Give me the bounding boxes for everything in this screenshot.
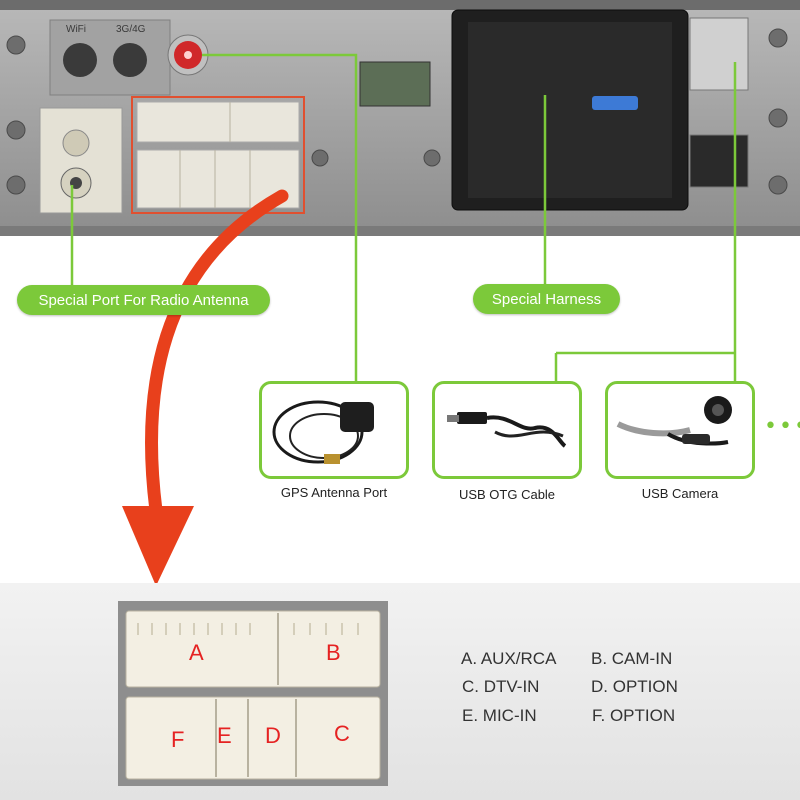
connector-letter-f: F — [171, 727, 185, 752]
wifi-port-label: WiFi — [66, 24, 86, 35]
port-item-e: E. MIC-IN — [462, 706, 537, 725]
connector-letter-e: E — [217, 723, 232, 748]
more-accessories-indicator: ••• — [764, 414, 800, 439]
connector-letter-b: B — [326, 640, 341, 665]
gps-antenna-card — [259, 381, 409, 479]
port-item-c: C. DTV-IN — [462, 677, 540, 696]
connector-letter-c: C — [334, 721, 350, 746]
camera-icon — [616, 396, 732, 446]
gps-antenna-icon — [272, 400, 374, 464]
connector-letter-d: D — [265, 723, 281, 748]
connector-closeup — [118, 601, 388, 786]
usb-otg-caption: USB OTG Cable — [458, 487, 556, 502]
port-item-d: D. OPTION — [591, 677, 678, 696]
radio-back-panel — [0, 0, 800, 236]
3g-4g-port-label: 3G/4G — [116, 24, 146, 35]
harness-label: Special Harness — [473, 284, 620, 314]
radio-antenna-label: Special Port For Radio Antenna — [17, 285, 270, 315]
gps-antenna-caption: GPS Antenna Port — [280, 485, 388, 500]
usb-cable-icon — [447, 412, 567, 448]
usb-otg-card — [432, 381, 582, 479]
usb-camera-card — [605, 381, 755, 479]
pointer-arrow-head — [122, 506, 194, 586]
port-item-a: A. AUX/RCA — [461, 649, 557, 668]
usb-camera-caption: USB Camera — [641, 486, 719, 501]
connector-letter-a: A — [189, 640, 204, 665]
port-item-b: B. CAM-IN — [591, 649, 673, 668]
port-item-f: F. OPTION — [592, 706, 676, 725]
